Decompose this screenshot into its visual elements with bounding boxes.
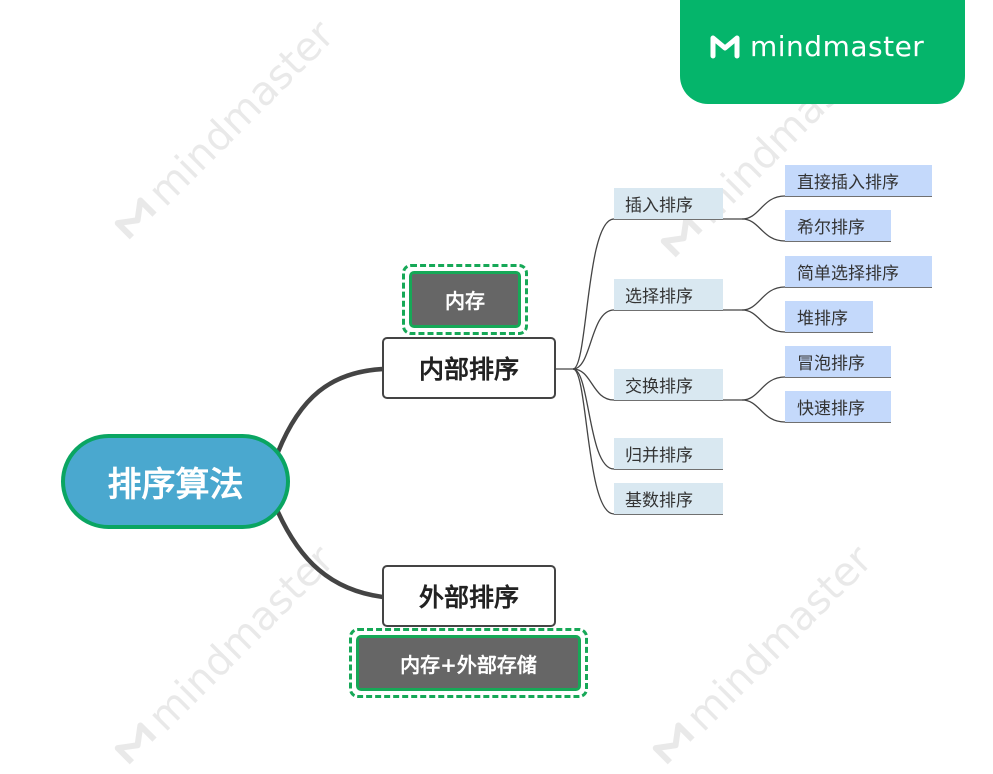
subtopic-insertion-sort[interactable]: 插入排序 xyxy=(614,188,723,220)
connector-root-internal xyxy=(275,366,386,455)
connector-category-selection xyxy=(572,309,615,370)
subtopic-radix-sort[interactable]: 基数排序 xyxy=(614,483,723,515)
callout-internal-memory-box: 内存 xyxy=(409,271,521,328)
leaf-quick-sort[interactable]: 快速排序 xyxy=(785,391,891,423)
subtopic-label: 基数排序 xyxy=(625,491,693,511)
callout-internal-memory[interactable]: 内存 xyxy=(402,264,528,335)
connector-method xyxy=(741,218,786,242)
subtopic-merge-sort[interactable]: 归并排序 xyxy=(614,438,723,470)
topic-external-sort-label: 外部排序 xyxy=(418,583,519,612)
callout-external-storage-box: 内存+外部存储 xyxy=(356,635,581,691)
connector-method xyxy=(741,399,786,423)
connector-category-radix xyxy=(572,368,615,515)
connector-lines xyxy=(275,195,786,600)
root-topic[interactable]: 排序算法 xyxy=(61,434,290,529)
callout-external-storage-label: 内存+外部存储 xyxy=(400,652,537,677)
connector-category-insertion xyxy=(572,218,615,370)
connector-method xyxy=(741,286,786,311)
leaf-simple-selection-sort[interactable]: 简单选择排序 xyxy=(785,256,932,288)
topic-external-sort[interactable]: 外部排序 xyxy=(382,565,556,627)
connector-method xyxy=(741,376,786,401)
leaf-label: 希尔排序 xyxy=(797,218,865,238)
connector-category-exchange xyxy=(572,368,615,401)
topic-internal-sort[interactable]: 内部排序 xyxy=(382,337,556,399)
connector-category-merge xyxy=(572,368,615,470)
callout-external-storage[interactable]: 内存+外部存储 xyxy=(349,628,588,698)
subtopic-label: 归并排序 xyxy=(625,446,693,466)
leaf-shell-sort[interactable]: 希尔排序 xyxy=(785,210,891,242)
subtopic-label: 交换排序 xyxy=(625,377,693,397)
subtopic-selection-sort[interactable]: 选择排序 xyxy=(614,279,723,311)
subtopic-label: 选择排序 xyxy=(625,287,693,307)
leaf-heap-sort[interactable]: 堆排序 xyxy=(785,301,873,333)
leaf-label: 快速排序 xyxy=(797,399,865,419)
subtopic-exchange-sort[interactable]: 交换排序 xyxy=(614,369,723,401)
brand-tab xyxy=(680,0,965,104)
leaf-label: 简单选择排序 xyxy=(797,264,899,284)
leaf-straight-insertion-sort[interactable]: 直接插入排序 xyxy=(785,165,932,197)
connector-method xyxy=(741,309,786,333)
connector-method xyxy=(741,195,786,220)
brand-name: mindmaster xyxy=(750,30,925,63)
leaf-label: 直接插入排序 xyxy=(797,173,899,193)
leaf-label: 堆排序 xyxy=(797,309,848,329)
leaf-label: 冒泡排序 xyxy=(797,354,865,374)
mindmap-canvas: mindmaster mindmaster mindmaster mindmas… xyxy=(61,0,965,765)
root-topic-label: 排序算法 xyxy=(107,465,244,505)
topic-internal-sort-label: 内部排序 xyxy=(418,355,519,384)
leaf-bubble-sort[interactable]: 冒泡排序 xyxy=(785,346,891,378)
callout-internal-memory-label: 内存 xyxy=(445,289,485,313)
mindmaster-logo-icon xyxy=(710,35,740,59)
subtopic-label: 插入排序 xyxy=(625,196,693,216)
connector-root-external xyxy=(275,509,386,600)
